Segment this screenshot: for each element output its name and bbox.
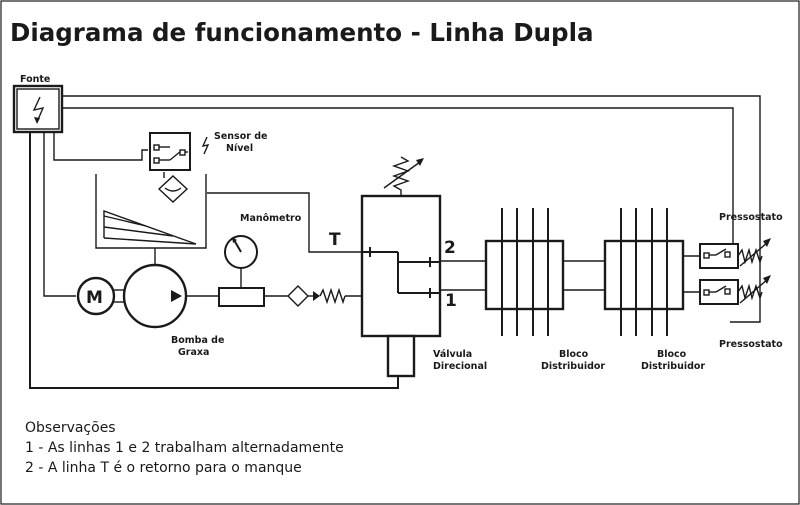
check-valve-icon [287,285,346,307]
motor-label: M [86,288,103,308]
port-1-label: 1 [445,291,457,311]
grease-tank [95,141,207,249]
distributor-block-1 [484,208,565,336]
level-sensor-label-2: Nível [226,143,253,154]
valve-label-2: Direcional [433,361,487,372]
port-2-label: 2 [444,238,456,258]
level-sensor-icon [149,132,210,203]
page-title: Diagrama de funcionamento - Linha Dupla [10,18,594,47]
distributor-block-2 [603,208,685,336]
level-sensor-label-1: Sensor de [214,131,267,142]
pressure-switch-top-icon [699,238,771,269]
block1-label-2: Distribuidor [541,361,605,372]
pressure-switch-bottom-icon [699,275,771,305]
manometer-label: Manômetro [240,213,302,224]
pump-icon [122,248,188,329]
pump-label-2: Graxa [178,347,209,358]
power-source [12,84,64,134]
manometer-icon [218,235,265,307]
connection-lines [29,95,761,389]
directional-valve-icon [360,156,442,378]
notes-heading: Observações [25,420,116,436]
motor-icon [76,276,124,316]
power-source-label: Fonte [20,74,50,85]
notes-line-1: 1 - As linhas 1 e 2 trabalham alternadam… [25,440,344,456]
pressure-switch-top-label: Pressostato [719,212,783,223]
block2-label-2: Distribuidor [641,361,705,372]
block2-label-1: Bloco [657,349,687,360]
notes-line-2: 2 - A linha T é o retorno para o manque [25,460,302,476]
valve-label-1: Válvula [433,349,472,360]
pump-label-1: Bomba de [171,335,224,346]
block1-label-1: Bloco [559,349,589,360]
port-t-label: T [329,230,341,250]
pressure-switch-bottom-label: Pressostato [719,339,783,350]
